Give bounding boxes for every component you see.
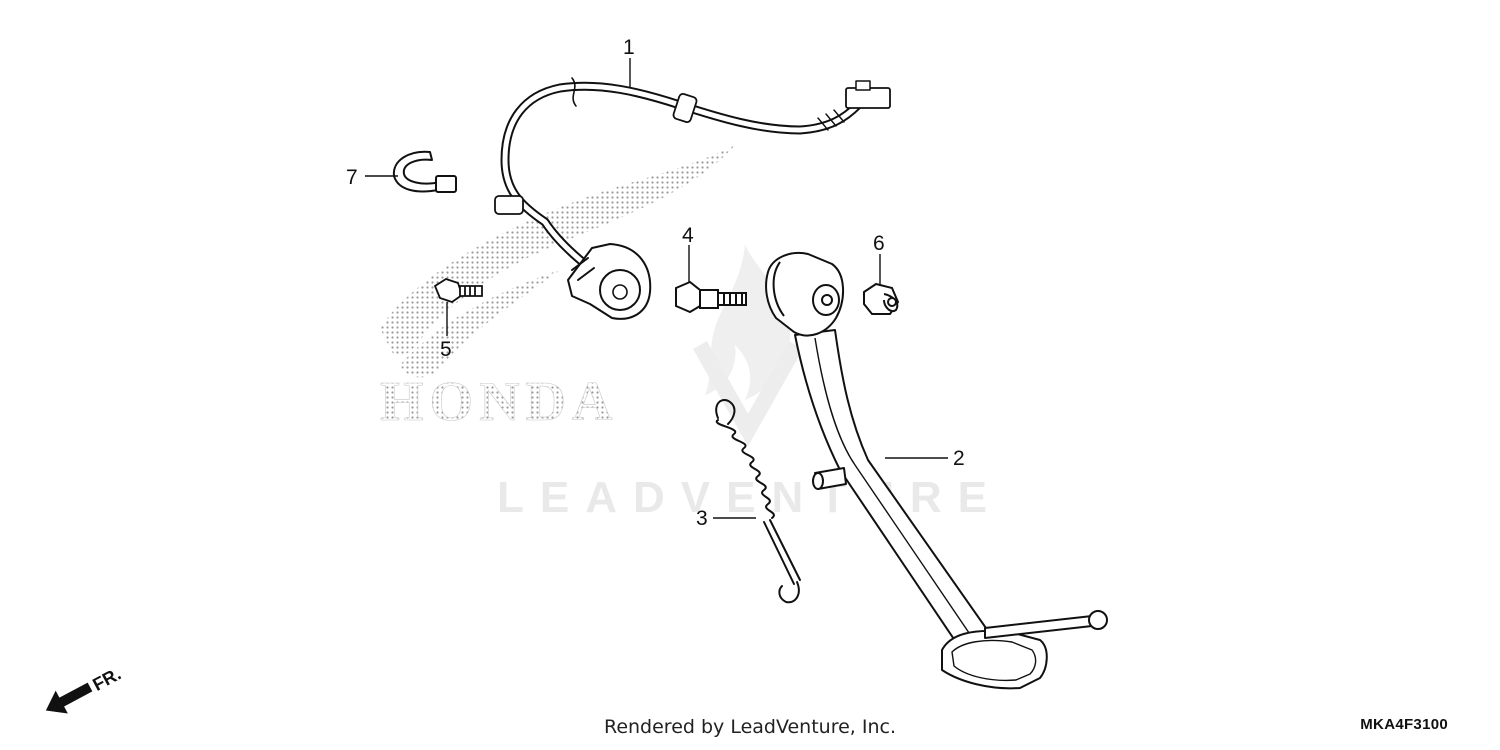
harness-sleeve-mark: [817, 109, 845, 131]
wire-break-mark: [571, 77, 577, 107]
spring-shank-b: [763, 521, 795, 585]
bolt-4-collar: [699, 289, 719, 309]
harness-wire-inner: [502, 83, 861, 288]
callout-7[interactable]: 7: [346, 166, 358, 189]
stand-arm-edge: [814, 337, 983, 653]
harness-clip-lower: [494, 195, 524, 215]
watermark-text: LEADVENTURE: [497, 473, 1003, 522]
switch-lead: [571, 257, 595, 281]
render-credit: Rendered by LeadVenture, Inc.: [603, 716, 897, 738]
callout-3[interactable]: 3: [696, 507, 708, 530]
callout-5[interactable]: 5: [440, 338, 452, 361]
wing-watermark: [380, 145, 735, 356]
part-3-spring[interactable]: [715, 399, 801, 604]
part-2-side-stand[interactable]: [765, 252, 1108, 690]
part-4-pivot-bolt[interactable]: [675, 280, 747, 314]
harness-connector-tab: [855, 80, 871, 91]
v-watermark-icon: [693, 341, 803, 447]
bolt-4-head: [675, 280, 701, 314]
nut-6-hole: [887, 297, 897, 307]
brand-watermark: HONDA: [380, 145, 735, 433]
clamp-band: [392, 150, 441, 193]
part-7-clamp[interactable]: [392, 150, 457, 193]
stand-kick-lever: [984, 615, 1093, 639]
stand-boss: [772, 261, 785, 317]
callout-1[interactable]: 1: [623, 36, 635, 59]
front-arrow-icon: [45, 682, 93, 714]
switch-hub-center: [612, 284, 628, 300]
clamp-buckle: [435, 175, 457, 193]
stand-spring-pin-head: [812, 472, 824, 490]
stand-foot-inner: [951, 639, 1037, 682]
bolt-5-thread: [459, 285, 483, 297]
callout-4[interactable]: 4: [682, 224, 694, 247]
diagram-code: MKA4F3100: [1360, 716, 1448, 733]
stand-kick-knob: [1088, 610, 1108, 630]
spring-bottom-hook: [778, 581, 800, 604]
callout-2[interactable]: 2: [953, 447, 965, 470]
callout-6[interactable]: 6: [873, 232, 885, 255]
wing-watermark-lower: [400, 270, 560, 378]
front-label: FR.: [89, 664, 124, 695]
callouts: 1 2 3 4 5 6 7: [346, 36, 965, 530]
leader-lines: [365, 58, 948, 519]
front-direction-indicator: FR.: [45, 664, 124, 714]
stand-pivot-bore: [821, 294, 833, 306]
spring-top-hook: [715, 399, 736, 425]
spring-coils: [715, 419, 775, 519]
bolt-4-thread: [717, 292, 747, 306]
part-5-bolt[interactable]: [433, 278, 483, 303]
part-6-nut[interactable]: [863, 282, 900, 315]
harness-clip-upper: [672, 92, 698, 124]
spring-shank: [769, 519, 801, 581]
brand-watermark-text: HONDA: [380, 371, 618, 433]
part-1-switch-harness[interactable]: [494, 77, 891, 320]
harness-connector: [845, 87, 891, 109]
